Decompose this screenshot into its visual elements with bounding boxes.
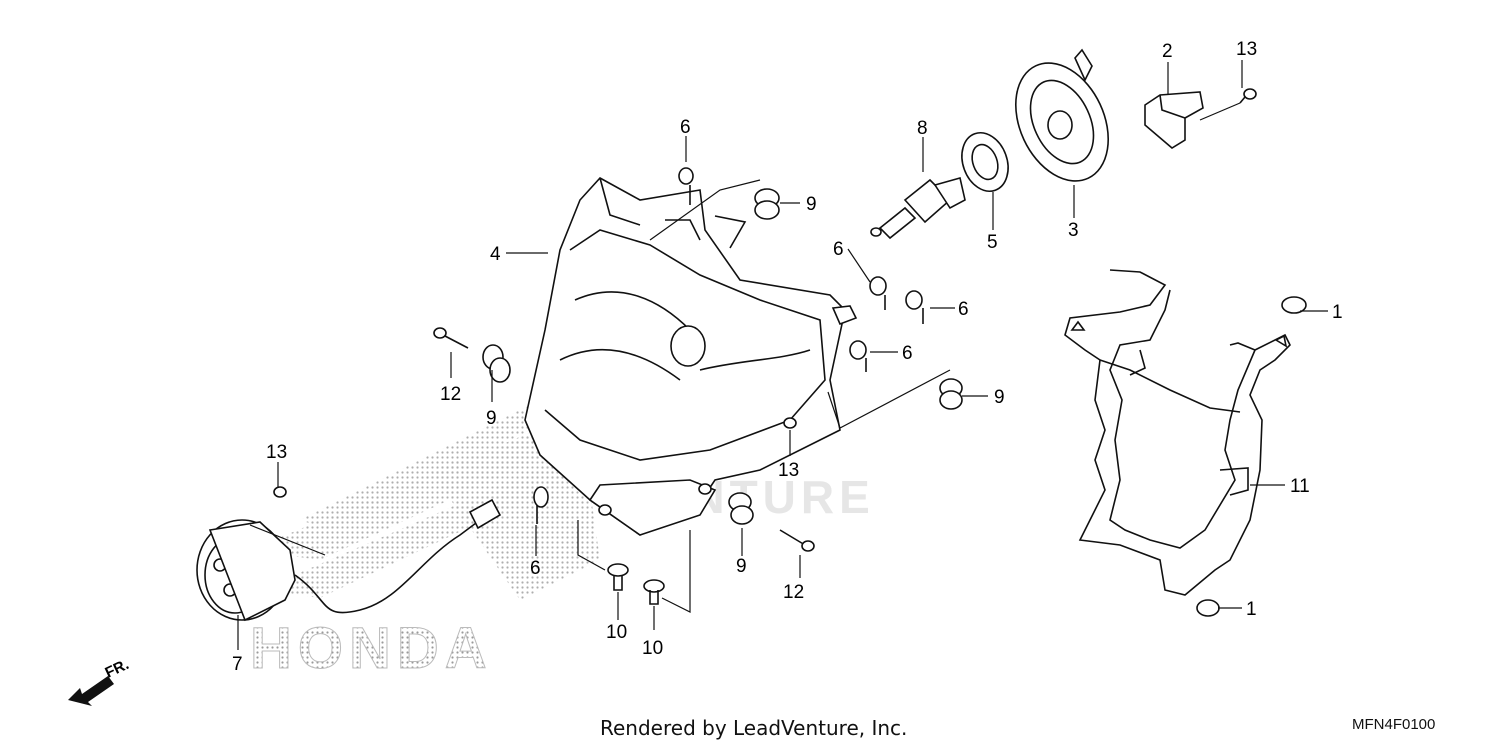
render-credit: Rendered by LeadVenture, Inc. [600,716,908,740]
headlight-cover [1014,48,1110,182]
clip-6-a [678,167,694,205]
screw-13-mid [783,417,797,429]
collar-10-b [643,579,665,605]
callout-12-bottom: 12 [783,582,804,603]
callout-10-a: 10 [606,622,627,643]
honda-logo-watermark: HONDA [250,616,493,681]
callout-6-c: 6 [902,343,913,364]
grommet-9-left [482,344,511,383]
front-label: FR. [103,656,132,682]
callout-3: 3 [1068,220,1079,241]
grommet-9-top [754,188,780,220]
callout-1-top: 1 [1332,302,1343,323]
callout-11: 11 [1290,476,1310,497]
callout-12-left: 12 [440,384,461,405]
callout-6-a: 6 [833,239,844,260]
callout-10-b: 10 [642,638,663,659]
callout-13-left: 13 [266,442,287,463]
headlight-bulb [870,177,966,240]
callout-6-b: 6 [958,299,969,320]
headlight-assembly [524,176,858,536]
callout-labels: 1 1 2 3 4 5 6 6 6 6 6 7 8 9 9 9 9 10 10 … [232,39,1343,675]
headlight-stay-frame [1064,269,1291,596]
position-light [196,498,502,622]
callout-8: 8 [917,118,928,139]
callout-13-mid: 13 [778,460,799,481]
clip-6-b [869,276,887,310]
bulb-retainer-ring [961,132,1009,192]
clip-6-c [905,290,924,324]
callout-1-bottom: 1 [1246,599,1257,620]
front-direction-arrow: FR. [68,656,132,706]
callout-13-top: 13 [1236,39,1257,60]
grommet-9-bottom [728,492,754,525]
clip-6-e [533,486,549,524]
diagram-code: MFN4F0100 [1352,716,1436,733]
callout-7: 7 [232,654,243,675]
callout-6-top: 6 [680,117,691,138]
callout-5: 5 [987,232,998,253]
callout-9-bottom: 9 [736,556,747,577]
callout-9-top: 9 [806,194,817,215]
callout-2: 2 [1162,41,1173,62]
grommet-1-bottom [1196,599,1220,617]
bolt-12-left [433,327,469,349]
grommet-9-right [939,378,963,410]
collar-10-a [607,563,629,591]
screw-13-top [1239,88,1257,104]
screw-13-left [273,486,287,498]
callout-6-d: 6 [530,558,541,579]
clip-6-d [849,340,867,372]
grommet-1-top [1281,296,1307,314]
bolt-12-bottom [779,529,815,552]
callout-9-left: 9 [486,408,497,429]
stay-bracket [1144,91,1204,149]
leader-lines [237,60,1328,650]
callout-4: 4 [490,244,501,265]
callout-9-right: 9 [994,387,1005,408]
